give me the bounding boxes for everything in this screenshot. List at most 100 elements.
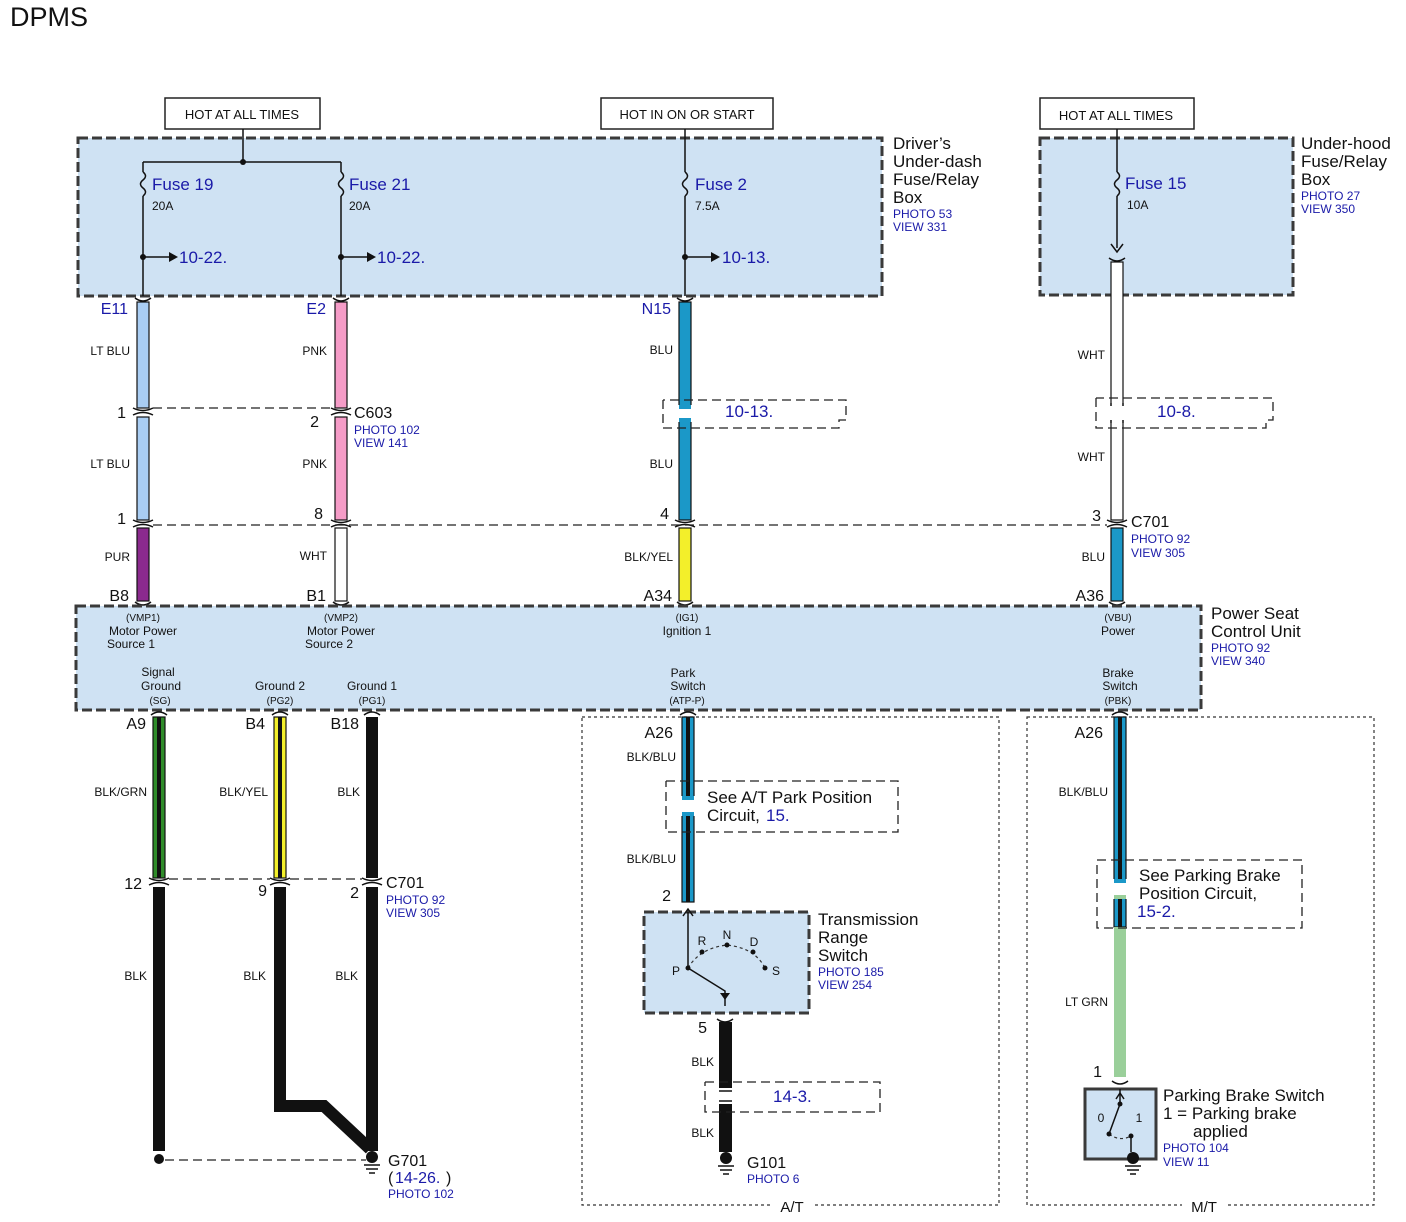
svg-text:Ground: Ground: [141, 679, 181, 693]
hot-in-on-or-start-box: [600, 97, 774, 130]
pin-b8: B8: [109, 588, 129, 605]
fuse-19-rating: 20A: [152, 199, 173, 213]
wire-blk-trs: [719, 1022, 732, 1152]
fuse-21-ref[interactable]: 10-22.: [377, 248, 425, 267]
svg-text:Control Unit: Control Unit: [1211, 622, 1301, 641]
wire-label-blk-pg1: BLK: [337, 785, 360, 799]
c701-bottom-label: C701: [386, 875, 424, 892]
wire-label-blk-yel-pg2: BLK/YEL: [219, 785, 268, 799]
pin-a26-mt: A26: [1075, 725, 1104, 742]
svg-text:Switch: Switch: [1102, 679, 1137, 693]
see-parking-brake-ref[interactable]: 15-2.: [1137, 902, 1176, 921]
ref-box-14-3: [704, 1081, 881, 1113]
svg-text:Source 1: Source 1: [107, 637, 155, 651]
svg-text:(VMP2): (VMP2): [324, 613, 358, 624]
g101-label: G101: [747, 1155, 786, 1172]
hot-at-all-times-box-2: [1039, 97, 1195, 130]
pin-atp-p-desc: Park Switch (ATP-P): [669, 666, 705, 707]
svg-text:Parking Brake Switch: Parking Brake Switch: [1163, 1086, 1325, 1105]
fuse-19-ref[interactable]: 10-22.: [179, 248, 227, 267]
pbs-ground-icon: [1127, 1152, 1139, 1164]
wire-label-blu-1: BLU: [650, 343, 673, 357]
wire-blk-pg2-lower: [274, 887, 375, 1154]
wire-label-blk-blu-at-1: BLK/BLU: [627, 750, 676, 764]
svg-text:(IG1): (IG1): [676, 613, 699, 624]
fuse-21-symbol: [337, 171, 345, 197]
ref-10-13[interactable]: 10-13.: [725, 402, 773, 421]
pin-b4: B4: [245, 716, 265, 733]
c603-pin-1: 1: [117, 405, 126, 422]
pin-vbu-desc: (VBU) Power: [1101, 613, 1135, 638]
c701-top-pin-3: 3: [1092, 508, 1101, 525]
ref-10-8[interactable]: 10-8.: [1157, 402, 1196, 421]
hot-label-2: HOT IN ON OR START: [619, 107, 754, 122]
wire-wht-b1: [334, 527, 348, 602]
trs-pin-5: 5: [698, 1020, 707, 1037]
wire-label-blk-blu-mt: BLK/BLU: [1059, 785, 1108, 799]
mt-section-label: M/T: [1191, 1199, 1217, 1216]
pin-vmp1-desc: (VMP1) Motor Power Source 1: [107, 613, 177, 651]
terminal-n15: N15: [642, 301, 671, 318]
g101-ground-icon: [720, 1152, 732, 1164]
fuse-2-rating: 7.5A: [695, 199, 720, 213]
page-title: DPMS: [10, 2, 89, 32]
svg-text:Source 2: Source 2: [305, 637, 353, 651]
wire-blk-pg1: [366, 717, 378, 878]
pin-pbk-desc: Brake Switch (PBK): [1102, 666, 1137, 707]
wire-pur: [136, 527, 150, 602]
svg-text:Signal: Signal: [141, 665, 174, 679]
c603-view: VIEW 141: [354, 436, 408, 450]
pbs-label: Parking Brake Switch 1 = Parking brake a…: [1163, 1086, 1325, 1169]
wire-label-pur: PUR: [105, 550, 131, 564]
wire-label-blk-yel: BLK/YEL: [624, 550, 673, 564]
c701-bottom-view: VIEW 305: [386, 906, 440, 920]
pin-pg1-desc: Ground 1 (PG1): [347, 679, 397, 707]
wire-pnk-2: [334, 416, 348, 521]
fuse-21-label: Fuse 21: [349, 175, 410, 194]
svg-text:Fuse/Relay: Fuse/Relay: [893, 170, 979, 189]
svg-text:1 = Parking brake: 1 = Parking brake: [1163, 1104, 1297, 1123]
g701-ref[interactable]: 14-26.: [395, 1170, 440, 1187]
svg-text:1: 1: [1136, 1111, 1143, 1125]
svg-text:(VMP1): (VMP1): [126, 613, 160, 624]
wire-label-blk-trs-1: BLK: [691, 1055, 714, 1069]
fuse-15-label: Fuse 15: [1125, 174, 1186, 193]
svg-text:Switch: Switch: [670, 679, 705, 693]
wire-blk-pg1-lower: [366, 887, 378, 1151]
wire-pnk-1: [334, 301, 348, 409]
see-at-park-line-2: Circuit,: [707, 806, 760, 825]
wire-label-blk-blu-at-2: BLK/BLU: [627, 852, 676, 866]
svg-text:VIEW 11: VIEW 11: [1163, 1155, 1210, 1169]
svg-text:PHOTO 53: PHOTO 53: [893, 207, 952, 221]
fuse-2-ref[interactable]: 10-13.: [722, 248, 770, 267]
c701-top-view: VIEW 305: [1131, 546, 1185, 560]
svg-text:P: P: [672, 964, 680, 978]
svg-text:(VBU): (VBU): [1104, 613, 1131, 624]
wire-label-blu-2: BLU: [650, 457, 673, 471]
svg-text:0: 0: [1098, 1111, 1105, 1125]
hot-at-all-times-box-1: [164, 97, 321, 130]
g701-ref-open: (: [388, 1170, 394, 1187]
wire-lt-blu-2: [136, 416, 150, 521]
hot-label-3: HOT AT ALL TIMES: [1059, 108, 1173, 123]
pin-a26-at: A26: [645, 725, 674, 742]
see-parking-brake-line-1: See Parking Brake: [1139, 866, 1281, 885]
see-at-park-ref[interactable]: 15.: [766, 806, 790, 825]
fuse-15-symbol: [1113, 171, 1121, 197]
wire-label-lt-blu-2: LT BLU: [90, 457, 130, 471]
svg-text:VIEW 350: VIEW 350: [1301, 202, 1355, 216]
ref-box-10-13: [662, 399, 847, 429]
svg-text:Range: Range: [818, 928, 868, 947]
wire-label-wht-2: WHT: [1078, 450, 1106, 464]
fuse-21-rating: 20A: [349, 199, 370, 213]
wire-wht-vbu: [1110, 261, 1124, 521]
c701-top-photo: PHOTO 92: [1131, 532, 1190, 546]
svg-text:VIEW 331: VIEW 331: [893, 220, 947, 234]
wire-lt-grn: [1114, 927, 1126, 1077]
pbs-positions: 0 1: [1098, 1101, 1143, 1139]
wire-label-blk-trs-2: BLK: [691, 1126, 714, 1140]
ref-14-3[interactable]: 14-3.: [773, 1087, 812, 1106]
svg-text:PHOTO 27: PHOTO 27: [1301, 189, 1360, 203]
svg-text:(PG1): (PG1): [359, 696, 386, 707]
